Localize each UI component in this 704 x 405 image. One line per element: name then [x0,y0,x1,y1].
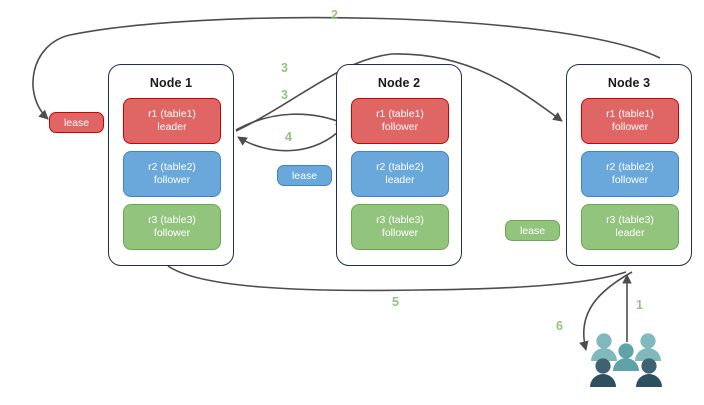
replica-node-2-r1: r1 (table1) follower [351,98,449,144]
edge-label-5: 5 [392,295,399,309]
lease-chip-r3: lease [505,220,560,241]
replica-role: follower [153,227,191,239]
replica-role: follower [611,174,649,186]
replica-role: follower [153,174,191,186]
replica-name: r3 (table3) [606,213,654,226]
node-box-node-1: Node 1 r1 (table1) leader r2 (table2) fo… [108,64,234,266]
replica-role: leader [157,121,187,133]
replica-node-2-r2: r2 (table2) leader [351,151,449,197]
lease-chip-r1: lease [49,112,104,133]
replica-node-3-r1: r1 (table1) follower [581,98,679,144]
replica-node-1-r1: r1 (table1) leader [123,98,221,144]
edge-6-path [579,271,633,351]
edge-label-2: 2 [331,8,338,22]
replica-name: r3 (table3) [376,213,424,226]
node-title: Node 1 [149,76,193,90]
node-title: Node 3 [607,76,651,90]
lease-label: lease [63,116,90,129]
replica-name: r2 (table2) [148,160,196,173]
replica-role: follower [381,227,419,239]
replica-node-1-r3: r3 (table3) follower [123,204,221,250]
edge-label-1: 1 [636,298,643,312]
replica-name: r1 (table1) [148,107,196,120]
edge-3-lower-path [235,113,346,131]
replica-name: r2 (table2) [376,160,424,173]
lease-chip-r2: lease [277,165,332,186]
lease-label: lease [519,224,546,237]
replica-role: follower [611,121,649,133]
replica-node-2-r3: r3 (table3) follower [351,204,449,250]
people-group-icon [590,333,662,387]
lease-label: lease [291,169,318,182]
replica-node-1-r2: r2 (table2) follower [123,151,221,197]
edge-3-upper-path [235,53,563,132]
replica-node-3-r3: r3 (table3) leader [581,204,679,250]
node-title: Node 2 [377,76,421,90]
edge-label-6: 6 [556,319,563,333]
replica-name: r3 (table3) [148,213,196,226]
edge-5-path [167,265,627,292]
replica-node-3-r2: r2 (table2) follower [581,151,679,197]
node-box-node-3: Node 3 r1 (table1) follower r2 (table2) … [566,64,692,266]
replica-role: follower [381,121,419,133]
replica-name: r1 (table1) [606,107,654,120]
edge-label-3b: 3 [281,88,288,102]
edge-label-4: 4 [285,130,292,144]
replica-name: r2 (table2) [606,160,654,173]
edge-2-path [32,16,661,120]
edge-label-3a: 3 [281,61,288,75]
replica-name: r1 (table1) [376,107,424,120]
replica-role: leader [385,174,415,186]
node-box-node-2: Node 2 r1 (table1) follower r2 (table2) … [336,64,462,266]
edge-4-path [237,124,346,152]
replica-role: leader [615,227,645,239]
